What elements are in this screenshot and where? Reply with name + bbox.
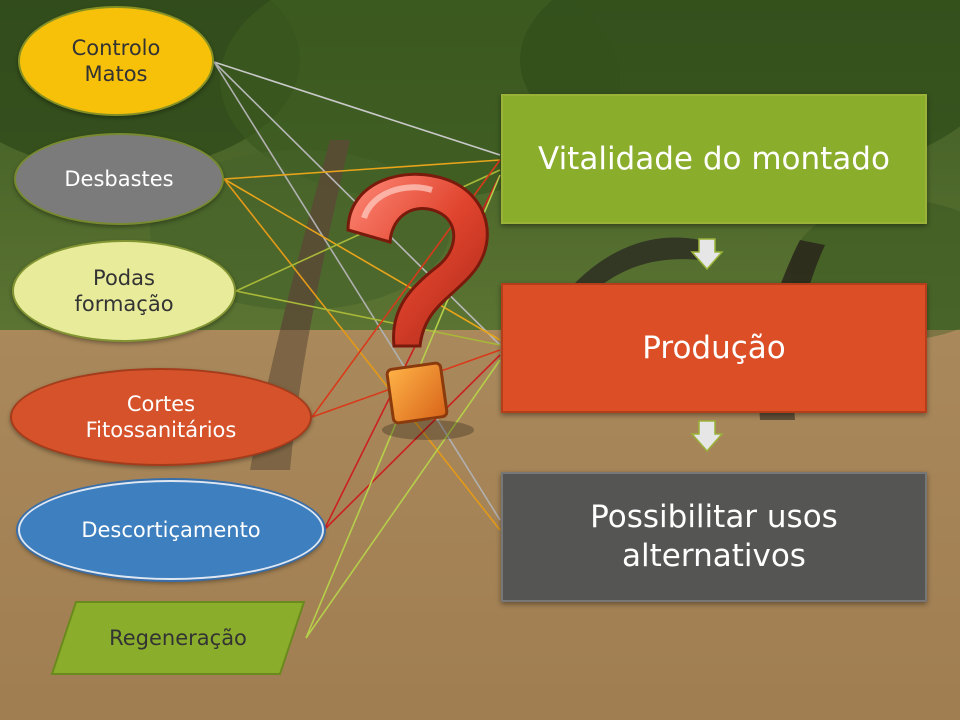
connector-regeneracao-producao [305,359,501,639]
question-mark-icon [346,172,489,440]
down-arrow-icon [690,420,724,452]
connector-controlo-vitalidade [213,61,501,156]
factor-descorticamento: Descortiçamento [18,480,324,580]
outcome-vitalidade: Vitalidade do montado [501,94,927,224]
factor-cortes-fitossanitarios: Cortes Fitossanitários [10,368,312,466]
factor-regeneracao-label: Regeneração [109,625,247,650]
connector-desbastes-possibilitar [223,178,501,531]
connector-desbastes-producao [223,178,501,341]
connector-descortic-producao [323,354,501,531]
down-arrow-icon [690,238,724,270]
factor-desbastes: Desbastes [14,133,224,225]
outcome-producao: Produção [501,283,927,413]
connector-desbastes-vitalidade [223,159,501,180]
connector-podas-producao [235,290,501,346]
outcome-possibilitar-usos: Possibilitar usos alternativos [501,472,927,602]
factor-podas-formacao: Podas formação [12,240,236,342]
regeneracao-shape [50,601,306,675]
factor-controlo-matos: Controlo Matos [18,6,214,116]
factor-regeneracao: Regeneração [50,600,306,676]
connector-controlo-possibilitar [213,61,501,521]
